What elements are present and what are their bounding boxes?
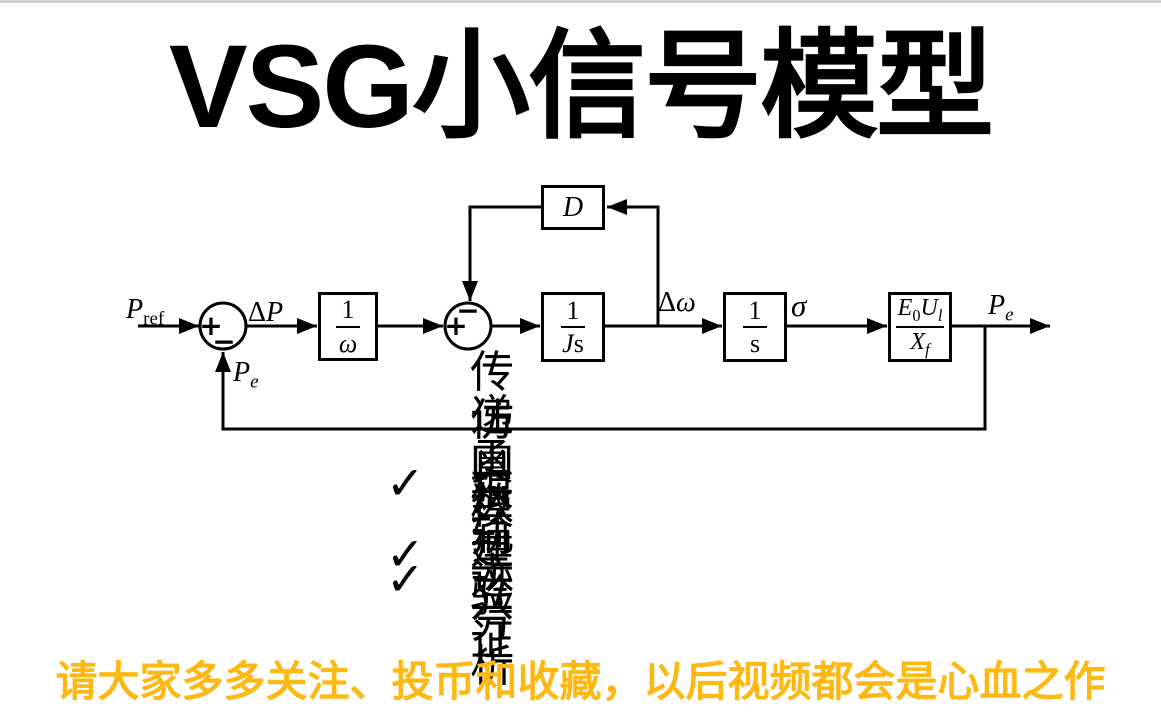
block-droop-gain: 1 ω (318, 292, 378, 361)
block-power-gain: E0Ul Xf (888, 292, 952, 362)
inertia-denominator: Js (562, 330, 584, 357)
label-p-e-output: Pe (988, 290, 1014, 327)
droop-numerator: 1 (341, 295, 355, 325)
block-diagram: + − + − 1 ω D 1 Js 1 s E0Ul (0, 175, 1161, 445)
gain-num-e-sub: 0 (912, 305, 921, 325)
damping-label: D (562, 191, 584, 223)
block-damping: D (541, 185, 605, 230)
top-border-line (0, 0, 1161, 3)
label-delta-p: ΔP (248, 297, 283, 329)
p-e-out-sub: e (1005, 304, 1014, 326)
delta-omega-delta: Δ (658, 287, 677, 318)
sigma-base: σ (791, 288, 807, 323)
gain-den-x: X (910, 329, 926, 355)
integrator-numerator: 1 (748, 295, 762, 325)
inertia-den-s: s (573, 329, 584, 358)
junction2-plus-sign: + (444, 309, 467, 342)
p-ref-sub: ref (143, 308, 165, 330)
inertia-numerator: 1 (566, 295, 580, 325)
fraction-bar (336, 325, 360, 328)
block-inertia: 1 Js (541, 292, 605, 362)
checklist-item-label: 仿真模型验证 (470, 396, 514, 665)
block-integrator: 1 s (723, 292, 787, 362)
fraction-bar (896, 326, 944, 328)
gain-den-x-sub: f (925, 339, 930, 359)
gain-num-e: E (897, 295, 913, 322)
delta-p-delta: Δ (248, 297, 267, 328)
wire-branch-to-damping (607, 199, 660, 326)
delta-omega-base: ω (676, 287, 696, 318)
check-icon: ✓ (386, 456, 425, 510)
label-p-e-feedback: Pe (233, 357, 259, 394)
label-sigma: σ (791, 288, 806, 324)
page-title: VSG小信号模型 (168, 21, 994, 153)
diagram-wires: + − + − (138, 199, 1050, 431)
p-e-fb-sub: e (250, 371, 259, 393)
fraction-bar (743, 326, 767, 328)
p-ref-base: P (126, 294, 144, 325)
gain-denominator: Xf (910, 329, 930, 359)
junction2-minus-sign: − (456, 294, 479, 327)
droop-denominator: ω (338, 328, 358, 358)
bottom-banner: 请大家多多关注、投币和收藏，以后视频都会是心血之作 (55, 658, 1106, 705)
summing-junction-1 (198, 301, 248, 351)
gain-num-u: U (920, 295, 938, 322)
wire-feedback-loop (215, 326, 987, 431)
check-icon: ✓ (386, 527, 425, 581)
integrator-denominator: s (749, 329, 761, 358)
check-icon: ✓ (386, 552, 425, 606)
label-delta-omega: Δω (658, 287, 696, 319)
checklist-item-label: 根轨迹分析 (470, 466, 514, 691)
inertia-den-j: J (562, 329, 574, 358)
gain-num-u-sub: l (937, 305, 943, 325)
wire-damping-to-j2 (462, 205, 541, 301)
p-e-fb-base: P (233, 357, 251, 388)
checklist-item-label: 传递函数建立 (470, 348, 514, 617)
junction1-plus-sign: + (199, 309, 222, 342)
summing-junction-2 (443, 301, 493, 351)
fraction-bar (561, 326, 585, 328)
label-p-ref: Pref (126, 294, 164, 331)
p-e-out-base: P (988, 290, 1006, 321)
gain-numerator: E0Ul (897, 295, 943, 325)
junction1-minus-sign: − (212, 325, 235, 358)
delta-p-base: P (266, 297, 284, 328)
